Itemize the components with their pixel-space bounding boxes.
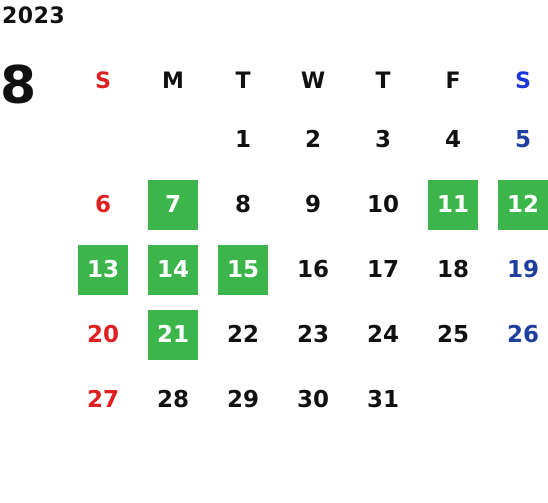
day-number: 6 [94, 191, 111, 218]
day-number: 23 [296, 321, 329, 348]
day-cell: 30 [278, 367, 348, 432]
day-cell: 15 [208, 237, 278, 302]
day-number: 28 [156, 386, 189, 413]
day-number-highlighted: 7 [148, 179, 198, 230]
day-cell: 28 [138, 367, 208, 432]
day-cell [488, 367, 548, 432]
weekday-header-tue: T [235, 68, 251, 94]
day-cell: 21 [138, 302, 208, 367]
day-cell: 2 [278, 107, 348, 172]
day-cell: 24 [348, 302, 418, 367]
day-cell: 7 [138, 172, 208, 237]
day-number: 27 [86, 386, 119, 413]
day-number: 4 [444, 126, 461, 153]
day-cell: 29 [208, 367, 278, 432]
day-number [428, 375, 478, 425]
day-number: 26 [506, 321, 539, 348]
day-cell: 4 [418, 107, 488, 172]
day-cell: 26 [488, 302, 548, 367]
day-number-highlighted: 15 [218, 244, 268, 295]
weekday-header-sat: S [515, 68, 531, 94]
day-cell: 6 [68, 172, 138, 237]
weekday-header-mon: M [162, 68, 184, 94]
day-cell: 12 [488, 172, 548, 237]
day-number-highlighted: 12 [498, 179, 548, 230]
day-cell: 16 [278, 237, 348, 302]
day-cell: 17 [348, 237, 418, 302]
day-cell: 3 [348, 107, 418, 172]
calendar-grid: S M T W T F S 1 2 3 4 5 6 7 8 9 10 11 12… [68, 55, 548, 432]
day-number: 16 [296, 256, 329, 283]
day-cell: 5 [488, 107, 548, 172]
day-number: 24 [366, 321, 399, 348]
day-number: 22 [226, 321, 259, 348]
day-number: 8 [234, 191, 251, 218]
day-cell: 22 [208, 302, 278, 367]
day-number: 31 [366, 386, 399, 413]
day-number: 10 [366, 191, 399, 218]
day-cell: 13 [68, 237, 138, 302]
day-cell: 11 [418, 172, 488, 237]
day-number: 5 [514, 126, 531, 153]
day-number [148, 115, 198, 165]
weekday-header-fri: F [445, 68, 461, 94]
year-label: 2023 [2, 4, 66, 29]
day-cell: 31 [348, 367, 418, 432]
day-number [498, 375, 548, 425]
day-number: 20 [86, 321, 119, 348]
day-cell: 25 [418, 302, 488, 367]
day-number: 2 [304, 126, 321, 153]
day-number: 29 [226, 386, 259, 413]
day-cell: 20 [68, 302, 138, 367]
day-cell [418, 367, 488, 432]
day-cell: 18 [418, 237, 488, 302]
weekday-header-wed: W [300, 68, 326, 94]
day-cell: 23 [278, 302, 348, 367]
day-number: 25 [436, 321, 469, 348]
day-number-highlighted: 14 [148, 244, 198, 295]
month-number: 8 [0, 56, 37, 116]
day-cell: 1 [208, 107, 278, 172]
day-number: 30 [296, 386, 329, 413]
weekday-header-sun: S [95, 68, 111, 94]
day-number: 1 [234, 126, 251, 153]
day-cell: 14 [138, 237, 208, 302]
day-cell [68, 107, 138, 172]
day-number: 19 [506, 256, 539, 283]
weekday-header-thu: T [375, 68, 391, 94]
day-cell: 9 [278, 172, 348, 237]
day-cell: 8 [208, 172, 278, 237]
day-cell: 19 [488, 237, 548, 302]
day-cell [138, 107, 208, 172]
day-number: 9 [304, 191, 321, 218]
day-number: 18 [436, 256, 469, 283]
day-number: 3 [374, 126, 391, 153]
day-cell: 27 [68, 367, 138, 432]
day-number [78, 115, 128, 165]
day-number-highlighted: 11 [428, 179, 478, 230]
day-number: 17 [366, 256, 399, 283]
day-cell: 10 [348, 172, 418, 237]
day-number-highlighted: 21 [148, 309, 198, 360]
day-number-highlighted: 13 [78, 244, 128, 295]
